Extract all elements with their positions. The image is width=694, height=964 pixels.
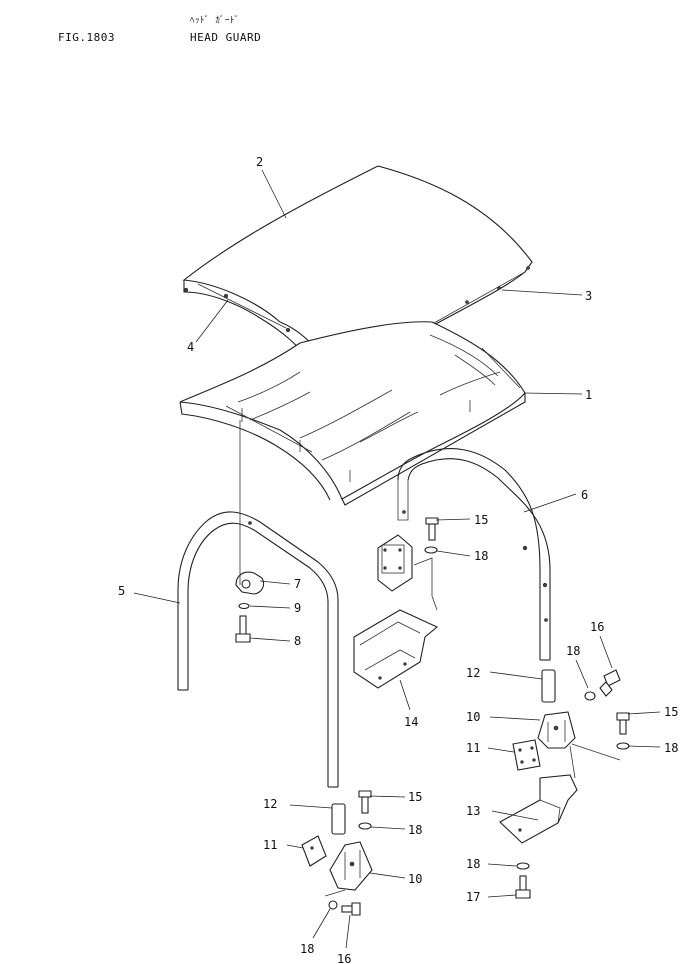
bolt-part-15-left <box>358 790 372 814</box>
callout-18-lower-left: 18 <box>300 942 314 956</box>
callout-4: 4 <box>187 340 194 354</box>
callout-numbers: 2 3 4 1 5 6 7 9 8 15 18 14 16 18 12 10 1… <box>118 155 678 964</box>
callout-16-right: 16 <box>590 620 604 634</box>
bolt-part-17 <box>515 875 531 899</box>
callout-18-right2: 18 <box>664 741 678 755</box>
callout-1: 1 <box>585 388 592 402</box>
bracket-part-14 <box>353 609 439 689</box>
bolt-part-8 <box>235 615 251 643</box>
washer-part-18-upper <box>424 546 438 554</box>
callout-10-left: 10 <box>408 872 422 886</box>
callout-12-right: 12 <box>466 666 480 680</box>
bolt-part-15-upper <box>425 517 439 541</box>
washer-part-18-lower-left <box>328 900 338 910</box>
bracket-upper <box>377 534 413 592</box>
title-japanese: ﾍｯﾄﾞ ｶﾞｰﾄﾞ <box>190 16 240 26</box>
base-bracket-part-10-right <box>537 711 576 749</box>
callout-17: 17 <box>466 890 480 904</box>
callout-5: 5 <box>118 584 125 598</box>
callout-11-left: 11 <box>263 838 277 852</box>
callout-8: 8 <box>294 634 301 648</box>
callout-15-left: 15 <box>408 790 422 804</box>
washer-part-18-lower-right <box>516 862 530 870</box>
left-frame-part-5 <box>177 511 339 788</box>
pin-part-12-right <box>541 669 556 703</box>
callout-11-right: 11 <box>466 741 480 755</box>
callout-15-right: 15 <box>664 705 678 719</box>
callout-6: 6 <box>581 488 588 502</box>
plate-part-11-right <box>512 739 541 771</box>
plate-part-11-left <box>301 835 327 867</box>
bracket-part-13 <box>499 774 578 844</box>
leader-lines <box>133 169 661 949</box>
washer-part-18-right <box>584 691 596 701</box>
roof-frame-part-1 <box>179 321 526 506</box>
callout-7: 7 <box>294 577 301 591</box>
page-title: HEAD GUARD <box>190 31 262 44</box>
washer-part-18-left <box>358 822 372 830</box>
callout-16-left: 16 <box>337 952 351 964</box>
right-frame-part-6 <box>397 448 551 661</box>
callout-12-left: 12 <box>263 797 277 811</box>
callout-18-lower-right: 18 <box>466 857 480 871</box>
assembly-lines <box>239 420 621 897</box>
washer-part-9 <box>238 602 250 610</box>
callout-18-upper: 18 <box>474 549 488 563</box>
pin-part-12-left <box>331 803 346 835</box>
callout-14: 14 <box>404 715 418 729</box>
callout-15-upper: 15 <box>474 513 488 527</box>
clamp-part-7 <box>235 571 265 595</box>
callout-13: 13 <box>466 804 480 818</box>
figure-number: FIG.1803 <box>58 31 115 44</box>
bolt-part-16-left <box>341 902 361 916</box>
base-bracket-part-10-left <box>329 841 373 891</box>
callout-18-left: 18 <box>408 823 422 837</box>
bolt-part-16-right <box>599 669 621 697</box>
callout-3: 3 <box>585 289 592 303</box>
washer-part-18-right2 <box>616 742 630 750</box>
callout-10-right: 10 <box>466 710 480 724</box>
callout-9: 9 <box>294 601 301 615</box>
callout-18-right: 18 <box>566 644 580 658</box>
callout-2: 2 <box>256 155 263 169</box>
bolt-part-15-right <box>616 712 630 735</box>
